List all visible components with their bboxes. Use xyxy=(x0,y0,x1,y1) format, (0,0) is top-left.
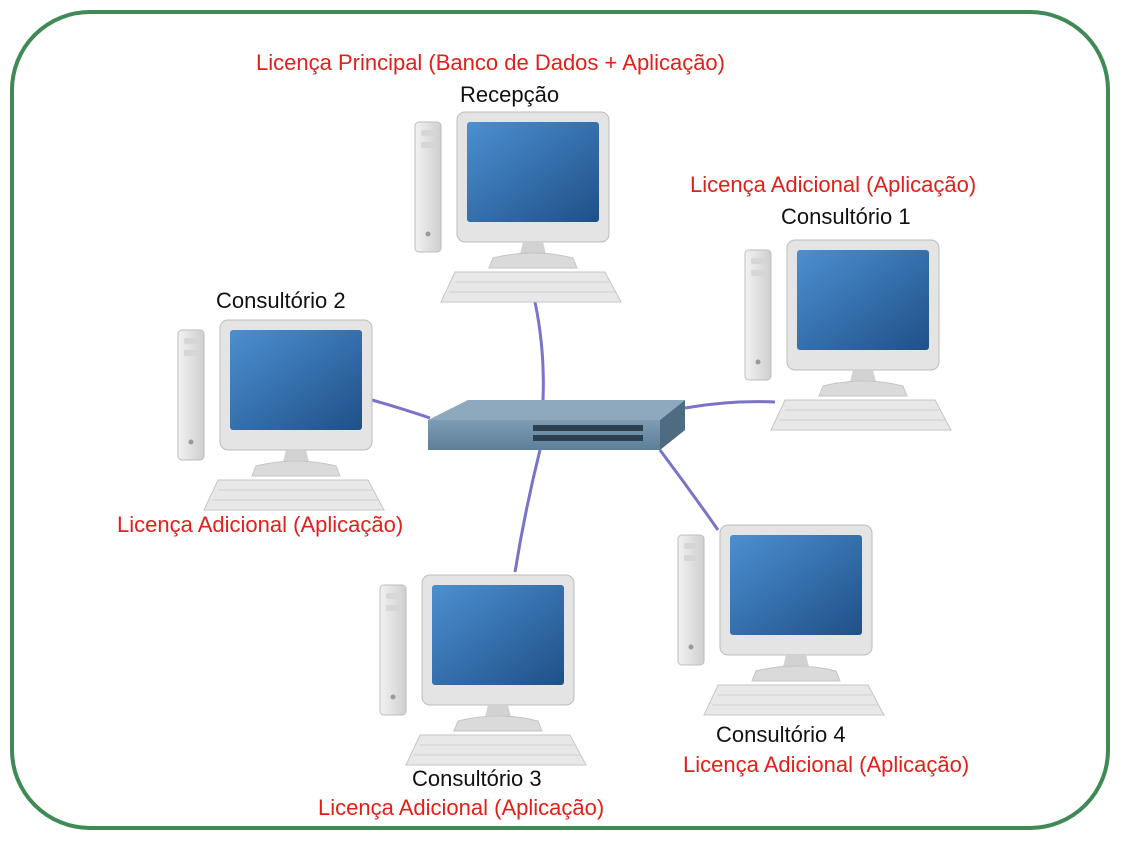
recepcao-name-label: Recepção xyxy=(460,82,560,107)
consultorio1-license-label: Licença Adicional (Aplicação) xyxy=(690,172,977,197)
cable-consultorio-1 xyxy=(684,400,776,410)
network-switch-icon xyxy=(428,400,685,450)
recepcao-license-label: Licença Principal (Banco de Dados + Apli… xyxy=(256,50,725,75)
diagram-border xyxy=(10,10,1110,830)
consultorio3-name-label: Consultório 3 xyxy=(412,766,542,791)
consultorio3-license-label: Licença Adicional (Aplicação) xyxy=(318,795,605,820)
computer-consultorio-2 xyxy=(177,319,385,511)
consultorio4-name-label: Consultório 4 xyxy=(716,722,846,747)
cable-recepcao xyxy=(533,301,545,401)
cable-consultorio-2 xyxy=(371,398,431,420)
network-cables xyxy=(371,301,776,573)
consultorio2-name-label: Consultório 2 xyxy=(216,288,346,313)
computer-consultorio-3 xyxy=(379,574,587,766)
cable-consultorio-4 xyxy=(658,449,720,531)
computer-consultorio-1 xyxy=(744,239,952,431)
consultorio2-license-label: Licença Adicional (Aplicação) xyxy=(117,512,404,537)
computer-recepcao xyxy=(414,111,622,303)
cable-consultorio-3 xyxy=(513,449,542,573)
computer-consultorio-4 xyxy=(677,524,885,716)
consultorio1-name-label: Consultório 1 xyxy=(781,204,911,229)
consultorio4-license-label: Licença Adicional (Aplicação) xyxy=(683,752,970,777)
